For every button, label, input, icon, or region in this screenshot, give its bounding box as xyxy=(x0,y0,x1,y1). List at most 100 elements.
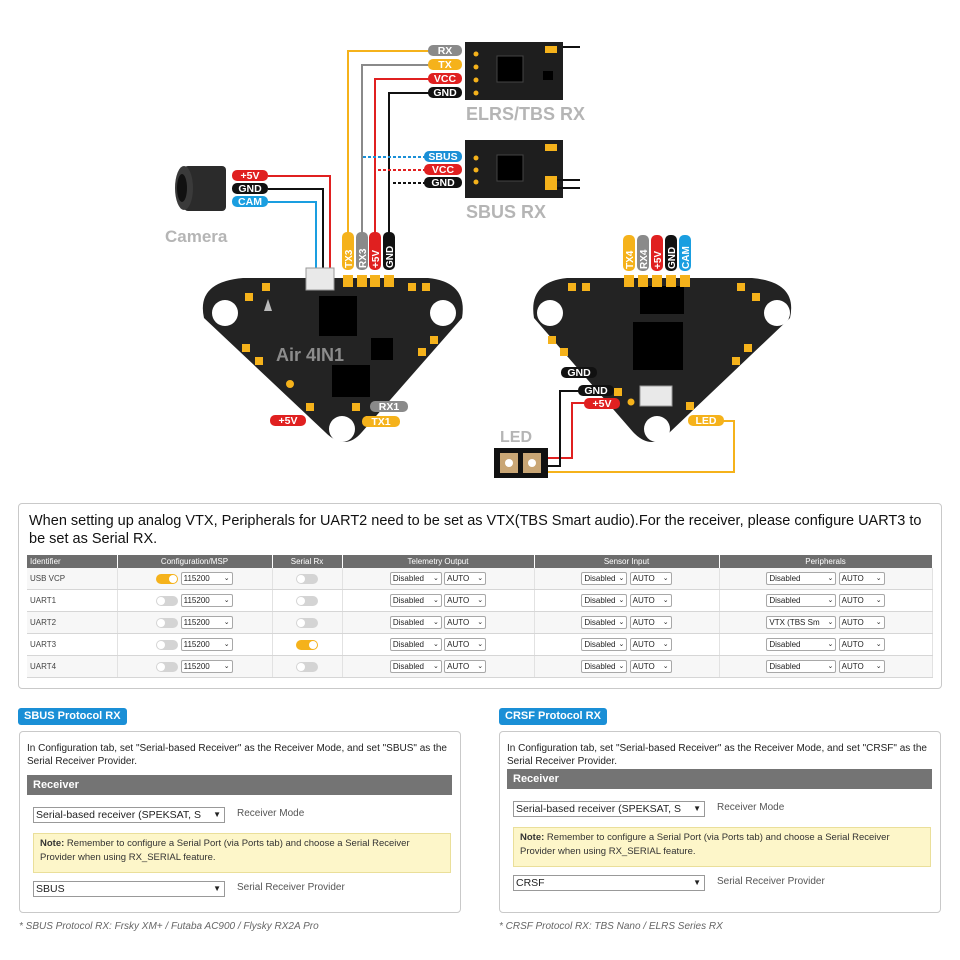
chevron-down-icon: ⌄ xyxy=(477,597,484,604)
table-row: UART2 115200⌄Disabled⌄ AUTO⌄Disabled⌄ AU… xyxy=(27,611,933,634)
chevron-down-icon: ▼ xyxy=(693,878,701,887)
peripherals-select-value: Disabled xyxy=(769,640,801,649)
peripherals-cell: Disabled ⌄ AUTO⌄ xyxy=(719,633,933,656)
ports-panel: When setting up analog VTX, Peripherals … xyxy=(18,503,942,689)
peripherals-baud-select-value: AUTO xyxy=(841,574,864,583)
telemetry-baud-select-value: AUTO xyxy=(447,618,470,627)
baud-select[interactable]: 115200⌄ xyxy=(180,638,233,651)
config-cell: 115200⌄ xyxy=(117,655,273,678)
baud-select[interactable]: 115200⌄ xyxy=(180,616,233,629)
serial-rx-toggle[interactable] xyxy=(296,573,318,584)
sensor-select-value: Disabled xyxy=(584,662,616,671)
msp-toggle[interactable] xyxy=(156,595,179,606)
sensor-baud-select-value: AUTO xyxy=(632,640,655,649)
sensor-cell: Disabled⌄ AUTO ⌄ xyxy=(534,633,720,656)
sbus-receiver-mode-select[interactable]: Serial-based receiver (SPEKSAT, S▼ xyxy=(33,807,225,823)
peripherals-baud-select[interactable]: AUTO⌄ xyxy=(838,594,885,607)
peripherals-baud-select[interactable]: AUTO⌄ xyxy=(838,638,885,651)
sensor-select[interactable]: Disabled⌄ xyxy=(581,594,628,607)
chevron-down-icon: ⌄ xyxy=(618,597,625,604)
baud-select[interactable]: 115200⌄ xyxy=(180,660,233,673)
telemetry-baud-select[interactable]: AUTO⌄ xyxy=(444,660,487,673)
msp-toggle[interactable] xyxy=(156,617,179,628)
telemetry-select[interactable]: Disabled⌄ xyxy=(389,616,442,629)
telemetry-baud-select[interactable]: AUTO ⌄ xyxy=(444,616,487,629)
sensor-baud-select[interactable]: AUTO⌄ xyxy=(629,616,672,629)
chevron-down-icon: ⌄ xyxy=(662,641,669,648)
serial-rx-toggle[interactable] xyxy=(296,661,318,672)
serial-rx-toggle[interactable] xyxy=(296,639,318,650)
sbus-provider-value: SBUS xyxy=(36,883,65,895)
sbus-provider-select[interactable]: SBUS ▼ xyxy=(33,881,225,897)
sensor-baud-select[interactable]: AUTO⌄ xyxy=(629,572,672,585)
msp-toggle[interactable] xyxy=(156,661,179,672)
telemetry-cell: Disabled⌄ AUTO ⌄ xyxy=(342,611,535,634)
sensor-baud-select[interactable]: AUTO⌄ xyxy=(629,594,672,607)
sbus-pin-sbus: SBUS xyxy=(428,151,457,163)
telemetry-select[interactable]: Disabled⌄ xyxy=(389,572,442,585)
chevron-down-icon: ⌄ xyxy=(618,619,625,626)
baud-select[interactable]: 115200⌄ xyxy=(180,594,233,607)
telemetry-baud-select-value: AUTO xyxy=(447,640,470,649)
chevron-down-icon: ⌄ xyxy=(875,619,882,626)
telemetry-baud-select-value: AUTO xyxy=(447,574,470,583)
peripherals-select[interactable]: Disabled⌄ xyxy=(766,572,837,585)
telemetry-select-value: Disabled xyxy=(392,574,425,583)
serial-rx-toggle[interactable] xyxy=(296,595,318,606)
crsf-receiver-mode-select[interactable]: Serial-based receiver (SPEKSAT, S▼ xyxy=(513,801,705,817)
sensor-select-value: Disabled xyxy=(584,640,616,649)
table-row: UART1 115200⌄Disabled⌄ AUTO⌄Disabled⌄ AU… xyxy=(27,589,933,612)
chevron-down-icon: ⌄ xyxy=(477,663,484,670)
telemetry-baud-select[interactable]: AUTO⌄ xyxy=(444,594,487,607)
crsf-mode-value: Serial-based receiver (SPEKSAT, S xyxy=(516,803,681,815)
chevron-down-icon: ⌄ xyxy=(477,619,484,626)
chevron-down-icon: ⌄ xyxy=(618,575,625,582)
chevron-down-icon: ▼ xyxy=(213,884,221,893)
pad-left-power: +5V xyxy=(279,415,298,427)
serial-rx-toggle[interactable] xyxy=(296,617,318,628)
peripherals-select[interactable]: Disabled ⌄ xyxy=(766,638,837,651)
peripherals-baud-select[interactable]: AUTO⌄ xyxy=(838,616,885,629)
telemetry-baud-select[interactable]: AUTO⌄ xyxy=(444,572,487,585)
sensor-baud-select[interactable]: AUTO ⌄ xyxy=(629,638,672,651)
wire-gnd xyxy=(388,92,430,262)
sbus-note-bold: Note: xyxy=(40,838,65,849)
telemetry-select[interactable]: Disabled⌄ xyxy=(389,638,442,651)
camera-body xyxy=(175,166,226,211)
crsf-provider-value: CRSF xyxy=(516,877,545,889)
crsf-protocol-tag: CRSF Protocol RX xyxy=(499,708,607,725)
peripherals-select-value: VTX (TBS Sm xyxy=(769,618,820,627)
ports-header-row: Identifier Configuration/MSP Serial Rx T… xyxy=(27,555,933,568)
wiring-diagram: RX TX VCC GND SBUS VCC GND +5V GND CAM E… xyxy=(165,42,792,478)
config-cell: 115200⌄ xyxy=(117,633,273,656)
telemetry-select[interactable]: Disabled⌄ xyxy=(389,660,442,673)
port-identifier: UART2 xyxy=(27,611,118,634)
board-name: Air 4IN1 xyxy=(276,345,344,365)
sbus-panel: In Configuration tab, set "Serial-based … xyxy=(19,731,461,913)
telemetry-cell: Disabled⌄ AUTO⌄ xyxy=(342,633,535,656)
telemetry-select[interactable]: Disabled⌄ xyxy=(389,594,442,607)
peripherals-select[interactable]: VTX (TBS Sm⌄ xyxy=(766,616,837,629)
peripherals-baud-select[interactable]: AUTO⌄ xyxy=(838,660,885,673)
sensor-select[interactable]: Disabled⌄ xyxy=(581,616,628,629)
telemetry-baud-select[interactable]: AUTO⌄ xyxy=(444,638,487,651)
peripherals-select-value: Disabled xyxy=(769,596,801,605)
sensor-baud-select[interactable]: AUTO⌄ xyxy=(629,660,672,673)
msp-toggle[interactable] xyxy=(156,639,179,650)
msp-toggle[interactable] xyxy=(156,573,179,584)
telemetry-cell: Disabled⌄ AUTO⌄ xyxy=(342,568,535,590)
sensor-select[interactable]: Disabled⌄ xyxy=(581,572,628,585)
chevron-down-icon: ⌄ xyxy=(827,641,834,648)
port-identifier: UART3 xyxy=(27,633,118,656)
peripherals-select[interactable]: Disabled⌄ xyxy=(766,660,837,673)
peripherals-baud-select[interactable]: AUTO⌄ xyxy=(838,572,885,585)
sensor-select[interactable]: Disabled⌄ xyxy=(581,660,628,673)
sensor-select[interactable]: Disabled⌄ xyxy=(581,638,628,651)
peripherals-select[interactable]: Disabled⌄ xyxy=(766,594,837,607)
baud-select[interactable]: 115200⌄ xyxy=(180,572,233,585)
serial-rx-cell xyxy=(272,655,343,678)
baud-select-value: 115200 xyxy=(183,574,210,583)
crsf-provider-select[interactable]: CRSF ▼ xyxy=(513,875,705,891)
led-title: LED xyxy=(500,429,532,446)
baud-select-value: 115200 xyxy=(183,662,210,671)
